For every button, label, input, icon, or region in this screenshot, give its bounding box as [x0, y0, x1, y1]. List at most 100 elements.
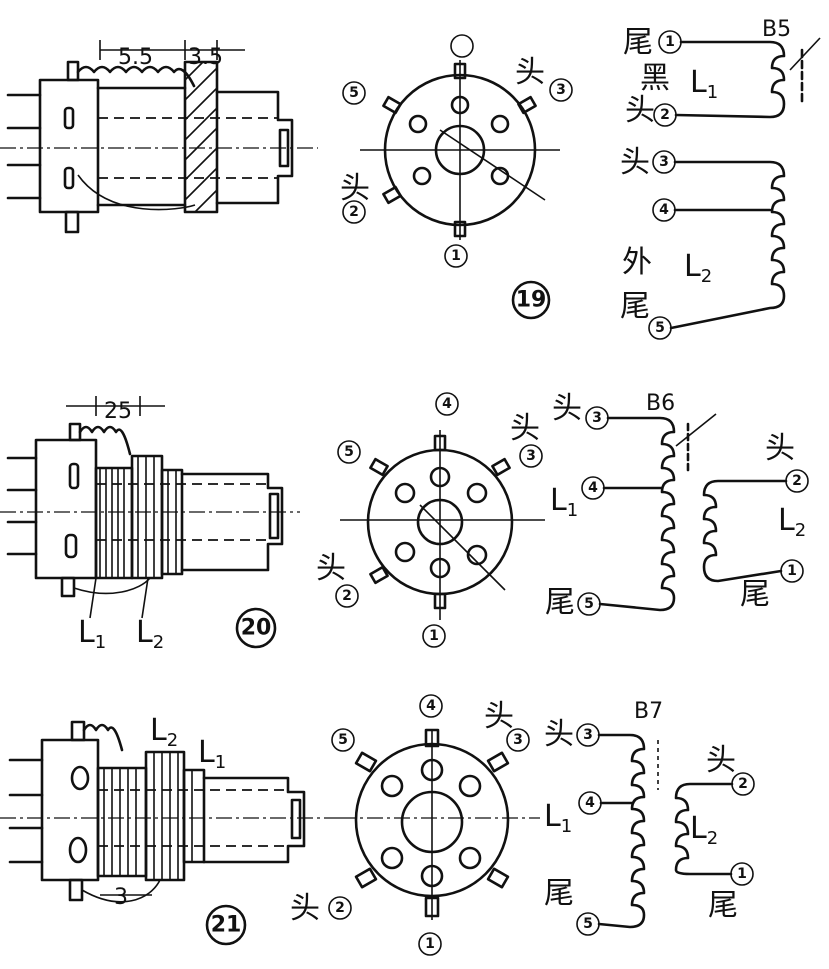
fig20-pin1-circle — [422, 624, 446, 648]
fig20-coil-wire — [78, 425, 132, 456]
fig19-tab — [453, 62, 467, 80]
fig19-dim-b: 3.5 — [188, 45, 223, 70]
fig20-base-block — [34, 438, 98, 580]
fig20-hole — [466, 482, 488, 504]
fig20-side-L1: L1 — [78, 615, 106, 653]
fig20-tab — [369, 565, 389, 585]
fig21-slot — [68, 836, 88, 864]
fig20-leader — [419, 504, 506, 591]
fig19-base-block — [38, 78, 100, 214]
fig21-hole — [380, 846, 404, 870]
fig21-L2-pin2: 2 — [738, 776, 748, 792]
fig20-side-view: 25 L1 L2 — [0, 396, 300, 653]
fig21-pin1-circle — [418, 932, 442, 956]
fig19-L2-pin4: 4 — [659, 202, 669, 218]
fig21-pin5: 5 — [338, 732, 348, 748]
fig19-side-view: 5.5 3.5 — [0, 40, 318, 234]
fig20-hole — [394, 482, 416, 504]
fig19-pin5: 5 — [349, 85, 359, 101]
fig19-pin1: 1 — [451, 248, 461, 264]
fig20-pin4: 4 — [442, 396, 452, 412]
fig21-pin-view: 4 5 头 3 头 2 1 — [290, 694, 540, 956]
fig19-pin2-circle — [342, 200, 366, 224]
fig20-L1-wei: 尾 — [545, 585, 575, 620]
fig20-L1-name: L1 — [550, 483, 578, 521]
fig20-tab — [433, 434, 447, 452]
fig19-L1-coil — [674, 40, 786, 119]
fig20-tube — [180, 472, 284, 572]
fig19-hole — [450, 95, 470, 115]
fig21-base-block — [40, 738, 100, 882]
fig20-side-L2: L2 — [136, 615, 164, 653]
fig19-tuning-arrow — [789, 37, 821, 71]
fig20-pin2: 2 — [342, 588, 352, 604]
fig20-L2-pin1: 1 — [787, 563, 797, 579]
fig19-L2-tou: 头 — [620, 145, 650, 180]
fig19-tab — [517, 95, 537, 115]
fig20-winding-lines — [99, 456, 177, 578]
fig20-L1-tou: 头 — [552, 391, 582, 426]
fig20-lug-top — [68, 422, 82, 442]
fig21-tube — [202, 776, 306, 864]
fig19-pin3-tou: 头 — [515, 55, 545, 90]
fig19-lug-bottom — [64, 210, 80, 234]
fig20-pin3: 3 — [526, 448, 536, 464]
fig21-coil-wire — [82, 723, 124, 752]
fig19-body — [96, 86, 187, 207]
fig20-pin1: 1 — [429, 628, 439, 644]
fig20-number: 20 — [241, 616, 272, 641]
fig20-hole — [394, 541, 416, 563]
fig20-pin5: 5 — [344, 444, 354, 460]
fig21-dim: 3 — [114, 885, 128, 910]
fig19-tab — [382, 185, 402, 205]
fig20-B6-label: B6 — [646, 391, 675, 416]
fig21-hole — [458, 774, 482, 798]
fig19-tab — [382, 95, 402, 115]
fig20-tab — [369, 457, 389, 477]
fig19-L2-name: L2 — [684, 249, 712, 287]
fig20-ring — [160, 468, 184, 576]
fig19-number: 19 — [516, 288, 547, 313]
fig20-number-circle — [235, 607, 277, 649]
fig19-L1-pin2: 2 — [660, 107, 670, 123]
fig21-L1-wei: 尾 — [544, 876, 574, 911]
fig20-leader-L2 — [141, 577, 149, 619]
fig20-slot — [68, 462, 80, 490]
fig21-side-view: 3 L2 L1 — [0, 713, 340, 910]
fig19-pin1-circle — [444, 244, 468, 268]
fig19-L2-pin5: 5 — [655, 320, 665, 336]
fig20-L2-tou: 头 — [765, 431, 795, 466]
fig21-L1-coil — [597, 733, 646, 929]
fig21-pin3-tou: 头 — [484, 699, 514, 734]
fig20-lug-bottom — [60, 576, 76, 598]
fig21-schematic: 头 3 B7 L1 4 尾 5 头 2 L2 1 尾 — [544, 699, 755, 936]
fig20-pin2-circle — [335, 584, 359, 608]
fig19-lead-wire — [77, 174, 196, 211]
fig20-L1-pin5: 5 — [584, 596, 594, 612]
fig21-lead-wire — [81, 879, 161, 903]
fig19-hei: 黑 — [640, 61, 670, 96]
fig19-leader — [439, 129, 546, 201]
fig21-tube-end — [290, 798, 302, 840]
fig19-schematic: 尾 1 B5 黑 L1 头 2 头 3 4 外 L2 尾 5 — [620, 17, 821, 340]
fig21-B7-label: B7 — [634, 699, 663, 724]
fig21-tab — [354, 867, 378, 889]
fig19-dim-a: 5.5 — [118, 45, 153, 70]
fig21-hole — [458, 846, 482, 870]
fig20-leader-L1 — [89, 577, 97, 619]
fig20-winding-L2 — [130, 454, 164, 580]
fig21-L1-name: L1 — [544, 799, 572, 837]
fig21-lug-bottom — [68, 878, 84, 902]
fig21-winding-lines — [103, 752, 193, 880]
fig21-side-L2: L2 — [150, 713, 178, 751]
fig21-pin3: 3 — [513, 732, 523, 748]
fig21-tab — [354, 751, 378, 773]
fig19-L2-coil — [669, 160, 786, 330]
fig21-L1-pin5: 5 — [583, 916, 593, 932]
fig20-L2-wei: 尾 — [740, 577, 770, 612]
fig19-hole — [490, 166, 510, 186]
fig20-L1-coil — [598, 416, 676, 612]
fig21-pin4-circle — [419, 694, 443, 718]
